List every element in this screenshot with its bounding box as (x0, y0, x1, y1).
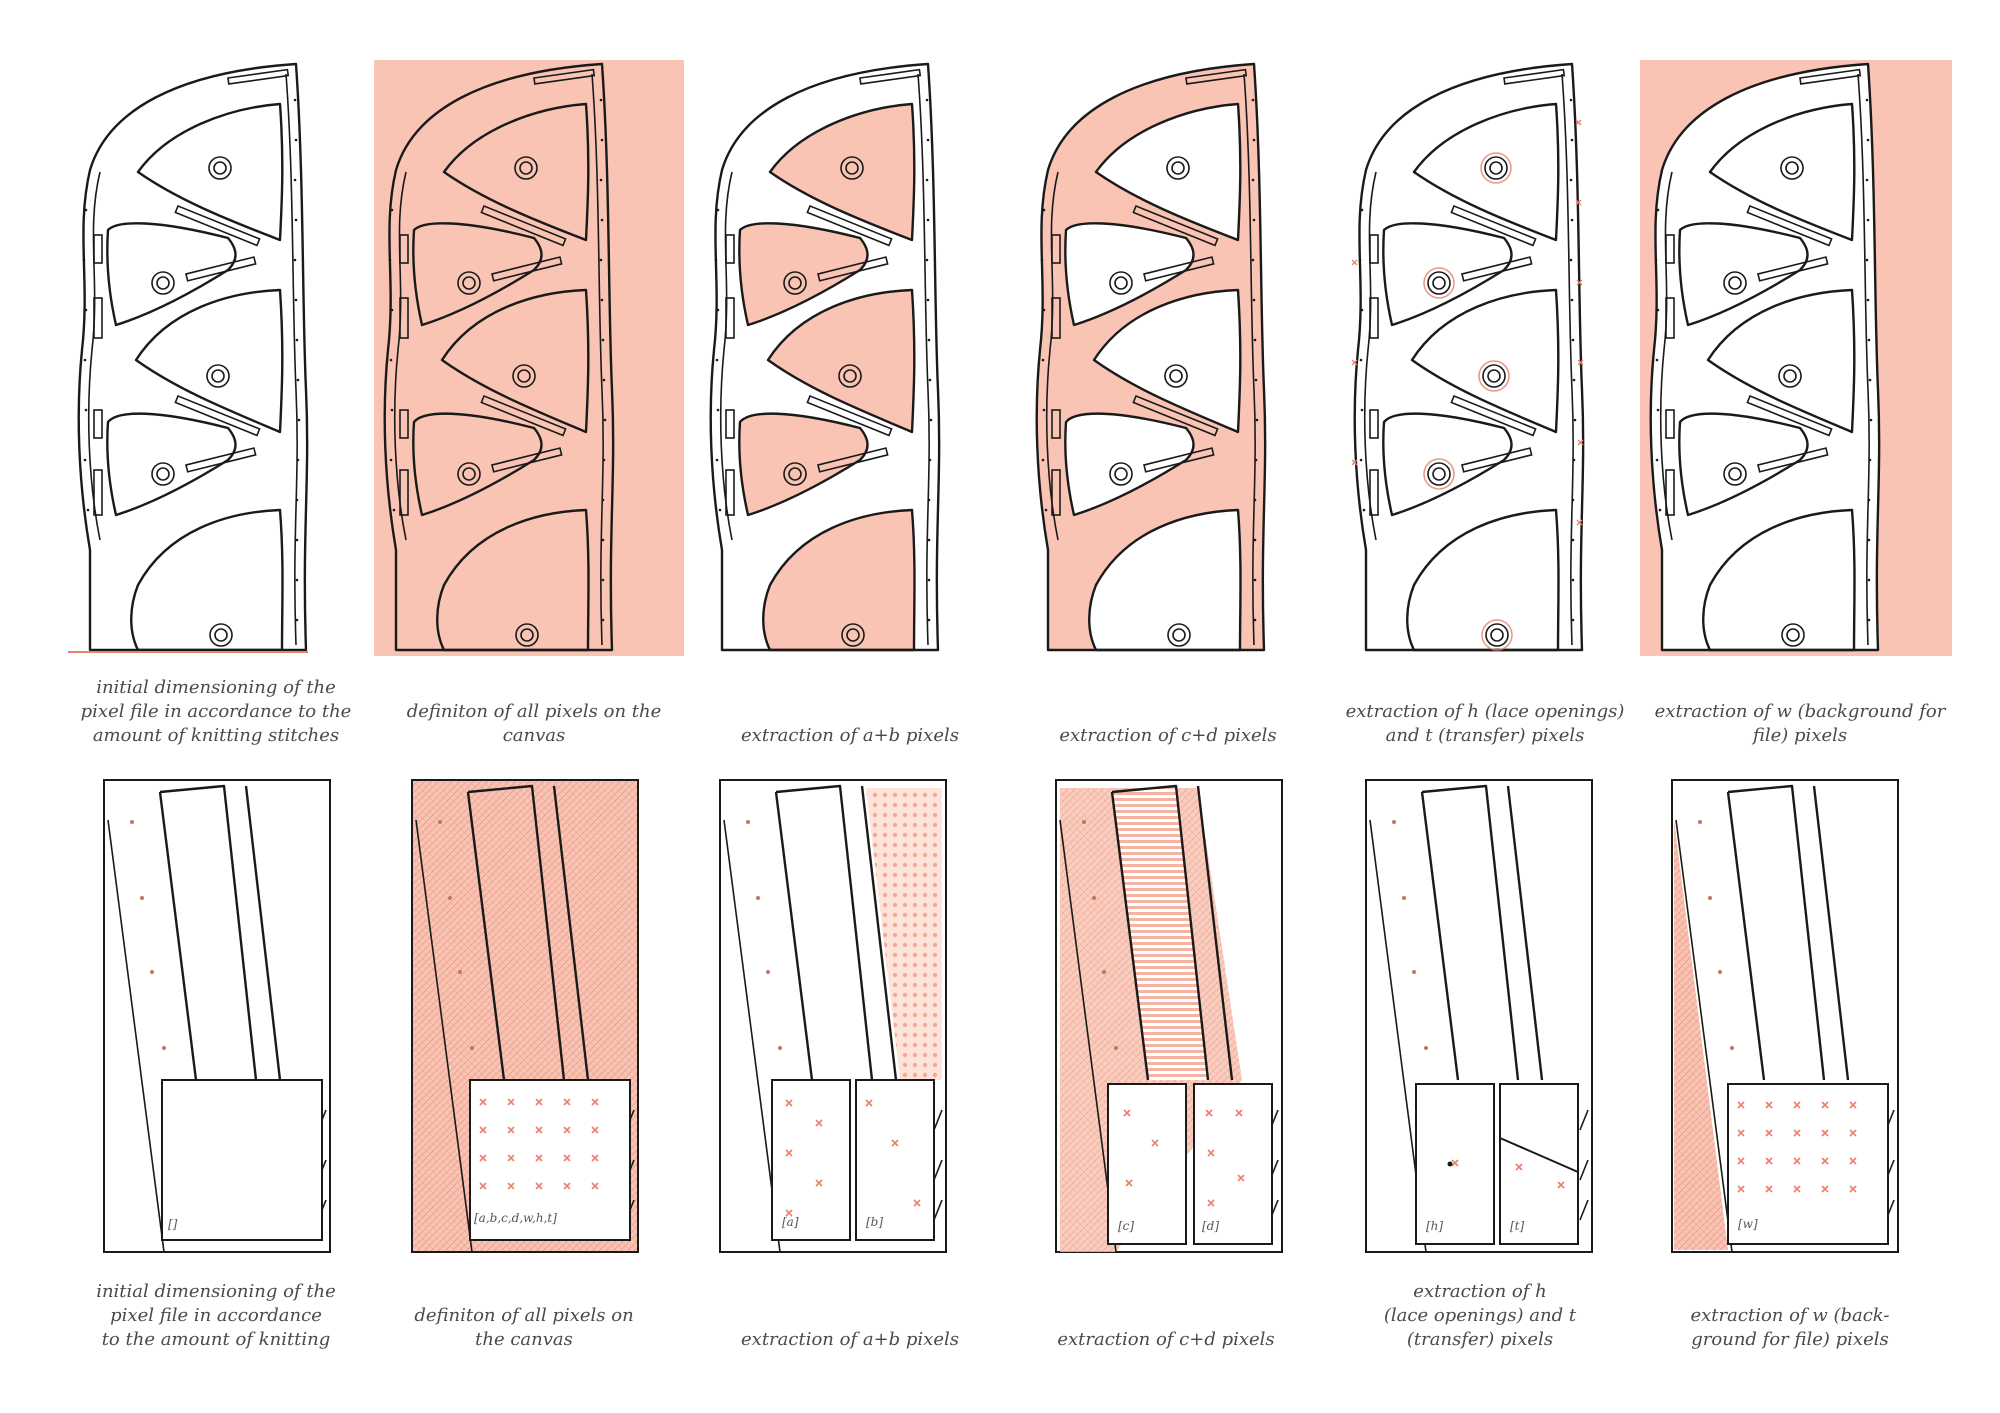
inset-label-d2: [a,b,c,d,w,h,t] (474, 1211, 557, 1225)
inset-label-d4c: [c] (1118, 1219, 1134, 1233)
plate-panel-3 (709, 62, 941, 652)
caption-bottom-2: definiton of all pixels on the canvas (414, 1305, 634, 1350)
caption-top-3: extraction of a+b pixels (741, 725, 959, 746)
caption-bottom-5: extraction of h (lace openings) and t (t… (1383, 1281, 1577, 1350)
detail-panel-5: [h] [t] (1365, 779, 1593, 1254)
detail-panel-2: [a,b,c,d,w,h,t] (411, 779, 639, 1254)
caption-bottom-1: initial dimensioning of the pixel file i… (96, 1281, 336, 1350)
inset-label-d4d: [d] (1202, 1219, 1219, 1233)
caption-top-2: definiton of all pixels on the canvas (406, 701, 662, 746)
caption-bottom-6: extraction of w (back- ground for file) … (1690, 1305, 1890, 1350)
inset-label-d5t: [t] (1510, 1219, 1525, 1233)
caption-top-5: extraction of h (lace openings) and t (t… (1345, 701, 1625, 746)
plate-panel-5 (1351, 62, 1585, 652)
detail-panel-3: [a] [b] (719, 779, 947, 1254)
plate-panel-4 (1035, 62, 1267, 652)
inset-label-d1: [] (168, 1217, 178, 1231)
inset-label-d3b: [b] (866, 1215, 883, 1229)
caption-top-4: extraction of c+d pixels (1059, 725, 1277, 746)
plate-panel-1 (68, 62, 309, 653)
plate-panel-2 (374, 60, 684, 656)
inset-label-d6: [w] (1738, 1217, 1758, 1231)
caption-bottom-4: extraction of c+d pixels (1057, 1329, 1275, 1350)
caption-top-6: extraction of w (background for file) pi… (1654, 701, 1946, 746)
detail-panel-1: [] (103, 779, 331, 1254)
detail-panel-6: [w] (1671, 779, 1899, 1254)
inset-label-d3a: [a] (782, 1215, 799, 1229)
caption-top-1: initial dimensioning of the pixel file i… (80, 677, 352, 746)
inset-label-d5h: [h] (1426, 1219, 1443, 1233)
caption-bottom-3: extraction of a+b pixels (741, 1329, 959, 1350)
detail-panel-4: [c] [d] (1055, 779, 1283, 1254)
plate-panel-6 (1640, 60, 1952, 656)
